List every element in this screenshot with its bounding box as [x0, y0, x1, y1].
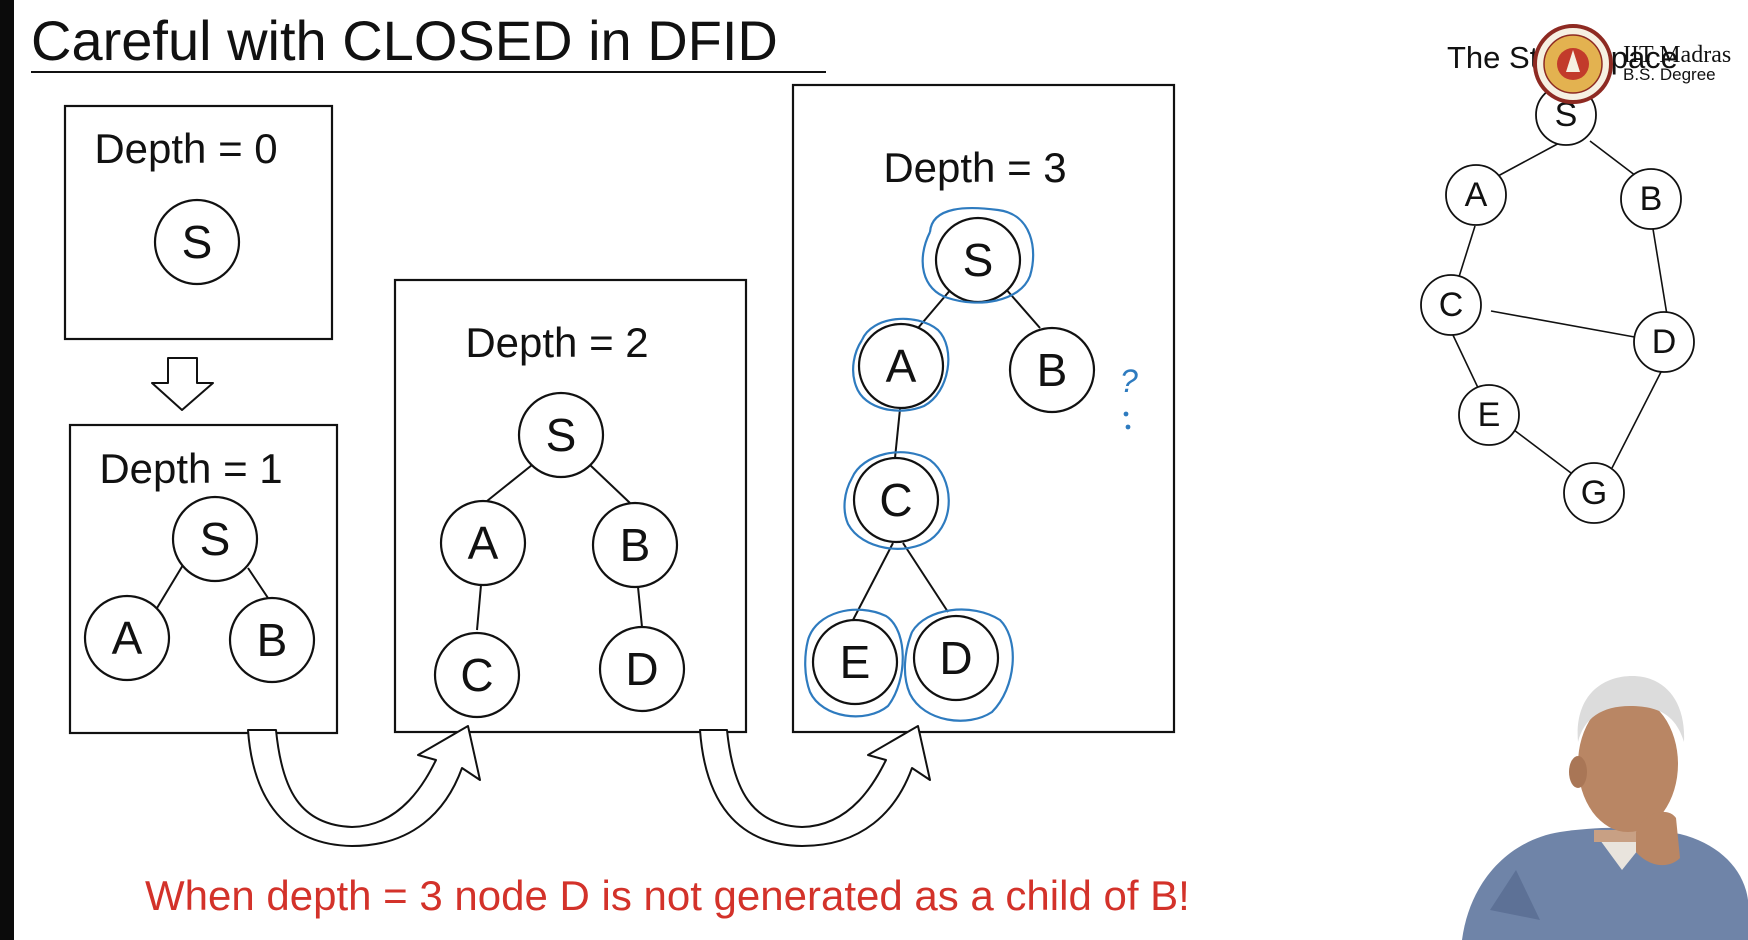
tree-node-c: C [433, 631, 521, 719]
down-arrow-icon [151, 357, 214, 411]
state-space-graph: S A B C D E G [1420, 84, 1695, 524]
panel-depth-2: Depth = 2 S A B C D [393, 278, 748, 734]
tree-node-b: B [228, 596, 316, 684]
panel-depth-0: Depth = 0 S [63, 104, 334, 341]
tree-node-b: B [591, 501, 679, 589]
panel-label-depth-3: Depth = 3 [883, 144, 1066, 191]
panel-label-depth-2: Depth = 2 [465, 319, 648, 366]
graph-node-b: B [1620, 168, 1682, 230]
presenter-figure [1462, 676, 1748, 940]
graph-node-g: G [1563, 462, 1625, 524]
tree-node-s: S [171, 495, 259, 583]
graph-node-d: D [1633, 311, 1695, 373]
tree-node-a: A [439, 499, 527, 587]
slide-title: Careful with CLOSED in DFID [31, 9, 778, 72]
svg-text:S: S [200, 513, 231, 565]
svg-text:C: C [460, 649, 493, 701]
panel-depth-3: Depth = 3 S A B C E D ? [791, 83, 1176, 734]
svg-text:S: S [546, 409, 577, 461]
tree-node-d: D [912, 614, 1000, 702]
logo-text-line1: IIT Madras [1623, 42, 1731, 68]
svg-text:C: C [1439, 286, 1464, 324]
svg-text:B: B [1640, 180, 1663, 218]
tree-node-a: A [83, 594, 171, 682]
graph-node-e: E [1458, 384, 1520, 446]
iit-madras-logo: IIT Madras B.S. Degree [1533, 24, 1731, 104]
lamp-icon [1566, 50, 1580, 72]
svg-text:A: A [468, 517, 499, 569]
svg-text:D: D [625, 643, 658, 695]
svg-text:D: D [939, 632, 972, 684]
transition-arrow-1-to-2 [247, 725, 481, 847]
svg-text:E: E [840, 636, 871, 688]
svg-text:A: A [112, 612, 143, 664]
tree-node-s: S [153, 198, 241, 286]
footer-caption: When depth = 3 node D is not generated a… [145, 872, 1190, 919]
svg-text:S: S [182, 216, 213, 268]
svg-text:B: B [620, 519, 651, 571]
svg-text:D: D [1652, 323, 1677, 361]
graph-node-a: A [1445, 164, 1507, 226]
svg-text:E: E [1478, 396, 1501, 434]
panel-label-depth-0: Depth = 0 [94, 125, 277, 172]
svg-text:S: S [1555, 96, 1578, 134]
panel-depth-1: Depth = 1 S A B [68, 423, 339, 735]
closed-highlight-marks [804, 206, 1035, 722]
svg-text:C: C [879, 474, 912, 526]
title-underline [31, 71, 826, 73]
svg-text:B: B [257, 614, 288, 666]
tree-node-a: A [857, 322, 945, 410]
logo-text-line2: B.S. Degree [1623, 65, 1716, 84]
annotation-dot [1125, 424, 1131, 430]
tree-node-b: B [1008, 326, 1096, 414]
left-edge-bar [0, 0, 14, 940]
transition-arrow-2-to-3 [699, 725, 931, 847]
svg-text:A: A [886, 340, 917, 392]
svg-text:A: A [1465, 176, 1488, 214]
tree-node-c: C [852, 456, 940, 544]
annotation-dot [1123, 411, 1129, 417]
tree-node-s: S [934, 216, 1022, 304]
question-mark-annotation: ? [1120, 363, 1138, 399]
tree-node-d: D [598, 625, 686, 713]
tree-node-e: E [811, 618, 899, 706]
svg-text:G: G [1581, 474, 1607, 512]
svg-text:S: S [963, 234, 994, 286]
svg-text:B: B [1037, 344, 1068, 396]
panel-label-depth-1: Depth = 1 [99, 445, 282, 492]
tree-node-s: S [517, 391, 605, 479]
graph-node-c: C [1420, 274, 1482, 336]
